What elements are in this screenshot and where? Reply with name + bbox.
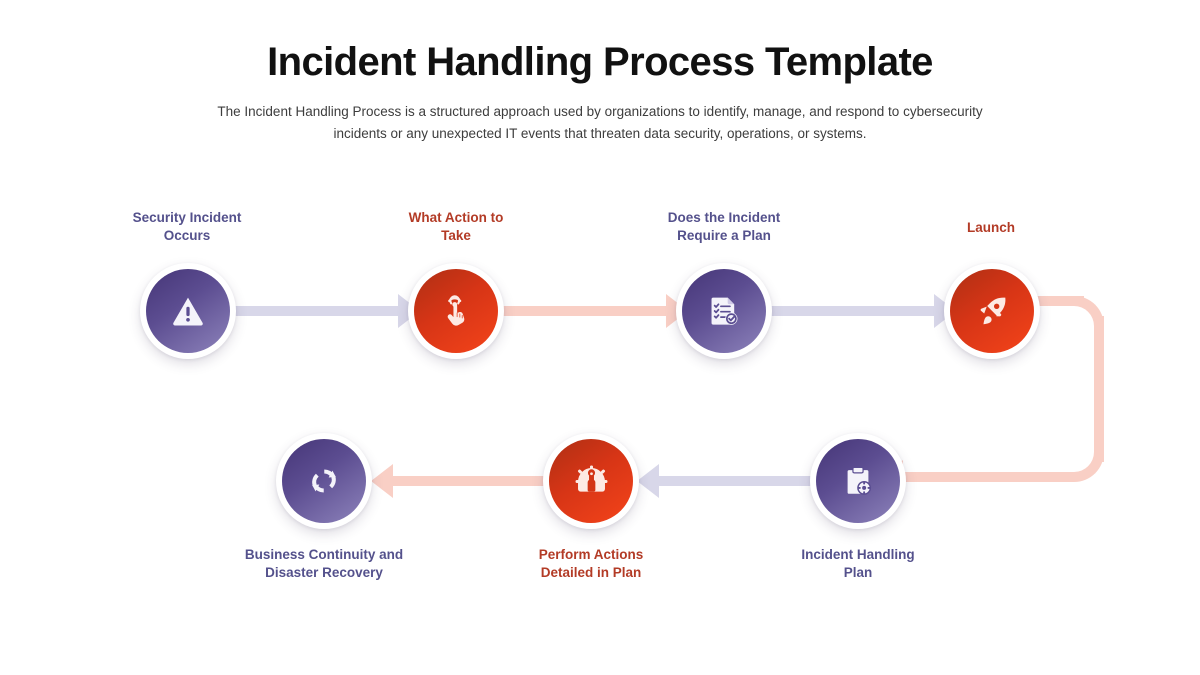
- arrow-shaft: [232, 306, 398, 316]
- arrow-step2-to-step3: [500, 294, 688, 328]
- step-node-6[interactable]: [543, 433, 639, 529]
- arrow-head: [637, 464, 659, 498]
- node-disc: [950, 269, 1034, 353]
- step-node-3[interactable]: [676, 263, 772, 359]
- node-disc: [549, 439, 633, 523]
- page-title: Incident Handling Process Template: [267, 40, 933, 84]
- step-label-6: Perform Actions Detailed in Plan: [538, 547, 644, 581]
- step-label-2: What Action to Take: [408, 210, 504, 244]
- rocket-icon: [975, 294, 1009, 328]
- warning-triangle-icon: [171, 294, 205, 328]
- elbow-step4-to-step5: [881, 296, 1156, 496]
- tap-hand-icon: [439, 294, 473, 328]
- arrow-step5-to-step6: [637, 464, 825, 498]
- arrow-shaft: [659, 476, 825, 486]
- arrow-shaft: [768, 306, 934, 316]
- step-node-7[interactable]: [276, 433, 372, 529]
- step-label-3: Does the Incident Require a Plan: [667, 210, 781, 244]
- clipboard-gear-icon: [842, 465, 874, 497]
- gear-wrench-icon: [575, 465, 608, 498]
- step-node-4[interactable]: [944, 263, 1040, 359]
- node-disc: [414, 269, 498, 353]
- arrow-step1-to-step2: [232, 294, 420, 328]
- checklist-document-icon: [707, 294, 741, 328]
- arrow-step3-to-step4: [768, 294, 956, 328]
- elbow-segment-vertical: [1094, 316, 1104, 462]
- arrow-step6-to-step7: [371, 464, 559, 498]
- page-subtitle: The Incident Handling Process is a struc…: [217, 104, 983, 142]
- node-disc: [146, 269, 230, 353]
- step-label-7: Business Continuity and Disaster Recover…: [244, 547, 404, 581]
- elbow-segment-bottom: [903, 472, 1074, 482]
- arrow-head: [371, 464, 393, 498]
- step-node-5[interactable]: [810, 433, 906, 529]
- step-node-1[interactable]: [140, 263, 236, 359]
- arrow-shaft: [393, 476, 559, 486]
- elbow-corner-bottom-right: [1074, 452, 1104, 482]
- refresh-cycle-icon: [308, 465, 340, 497]
- elbow-segment-top: [1036, 296, 1084, 306]
- arrow-shaft: [500, 306, 666, 316]
- elbow-corner-top-right: [1074, 296, 1104, 326]
- step-node-2[interactable]: [408, 263, 504, 359]
- step-label-5: Incident Handling Plan: [801, 547, 915, 581]
- step-label-1: Security Incident Occurs: [132, 210, 242, 244]
- step-label-4: Launch: [966, 220, 1015, 235]
- node-disc: [682, 269, 766, 353]
- node-disc: [282, 439, 366, 523]
- node-disc: [816, 439, 900, 523]
